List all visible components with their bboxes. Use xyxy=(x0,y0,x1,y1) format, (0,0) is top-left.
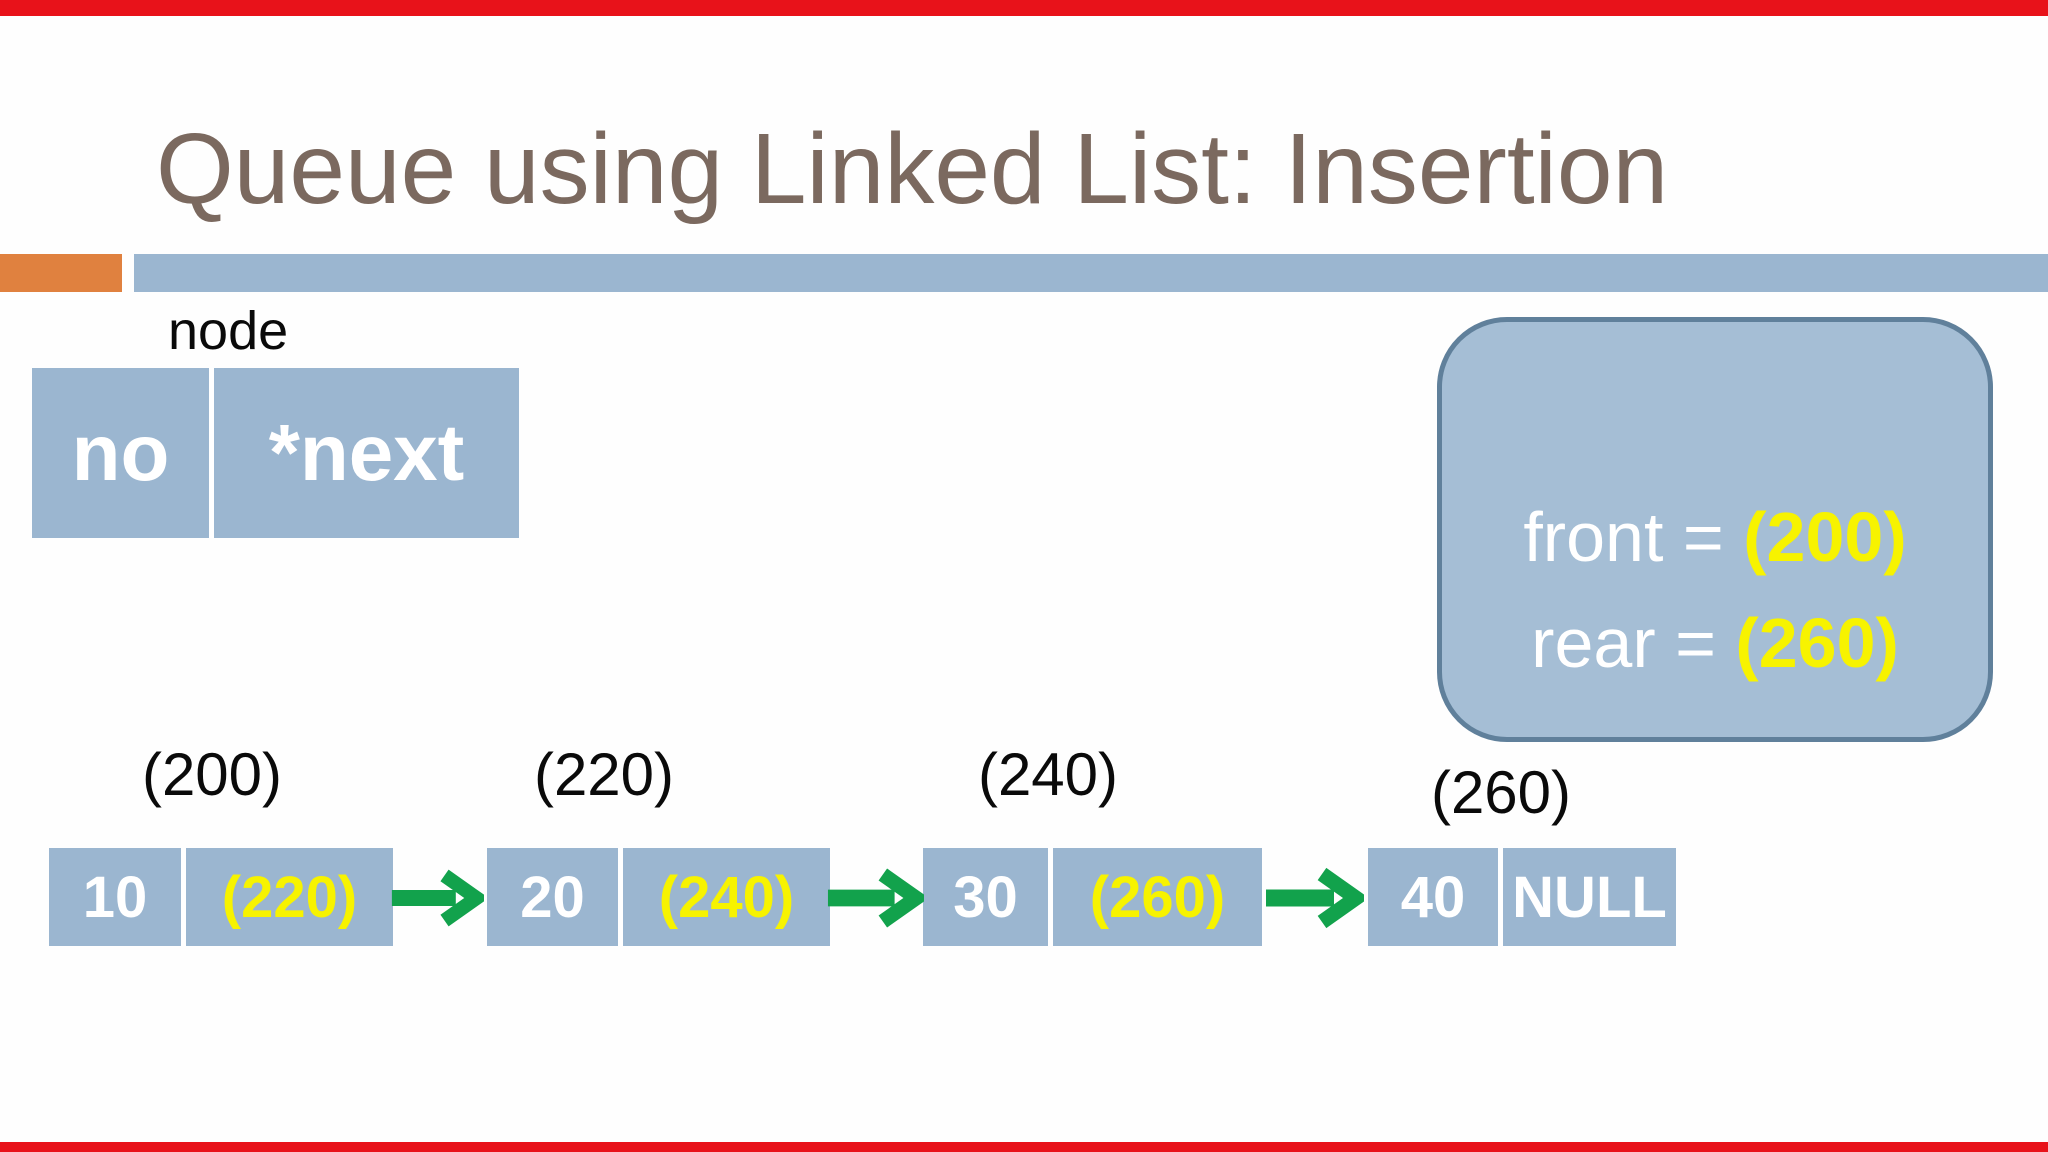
orange-accent-block xyxy=(0,254,122,292)
address-label: (260) xyxy=(1430,759,1572,826)
front-pointer-line: front = (200) xyxy=(1523,497,1906,577)
node-struct-label: node xyxy=(168,301,289,361)
list-node: 10 (220) xyxy=(49,848,393,946)
node-data-cell: 30 xyxy=(923,848,1048,946)
blue-accent-bar xyxy=(134,254,2048,292)
list-node: 40 NULL xyxy=(1368,848,1676,946)
list-node: 30 (260) xyxy=(923,848,1262,946)
arrow-right-icon xyxy=(1264,866,1364,930)
node-next-cell: NULL xyxy=(1498,848,1676,946)
list-node: 20 (240) xyxy=(487,848,830,946)
node-next-cell: (220) xyxy=(181,848,393,946)
slide-title: Queue using Linked List: Insertion xyxy=(156,113,1669,225)
node-next-field-cell: *next xyxy=(209,368,519,538)
node-data-cell: 10 xyxy=(49,848,181,946)
node-data-field-cell: no xyxy=(32,368,209,538)
rear-label: rear = xyxy=(1531,603,1716,682)
node-data-cell: 40 xyxy=(1368,848,1498,946)
node-data-cell: 20 xyxy=(487,848,618,946)
front-label: front = xyxy=(1523,497,1724,576)
address-label: (240) xyxy=(977,741,1119,808)
red-strip-top xyxy=(0,0,2048,16)
node-struct-box: no *next xyxy=(32,368,519,538)
arrow-right-icon xyxy=(390,866,484,930)
arrow-right-icon xyxy=(826,866,924,930)
pointers-panel: front = (200) rear = (260) xyxy=(1437,317,1993,742)
red-strip-bottom xyxy=(0,1142,2048,1152)
rear-pointer-line: rear = (260) xyxy=(1531,603,1899,683)
front-value: (200) xyxy=(1743,497,1907,576)
node-next-cell: (260) xyxy=(1048,848,1262,946)
rear-value: (260) xyxy=(1735,603,1899,682)
node-next-cell: (240) xyxy=(618,848,830,946)
address-label: (220) xyxy=(533,741,675,808)
address-label: (200) xyxy=(141,741,283,808)
